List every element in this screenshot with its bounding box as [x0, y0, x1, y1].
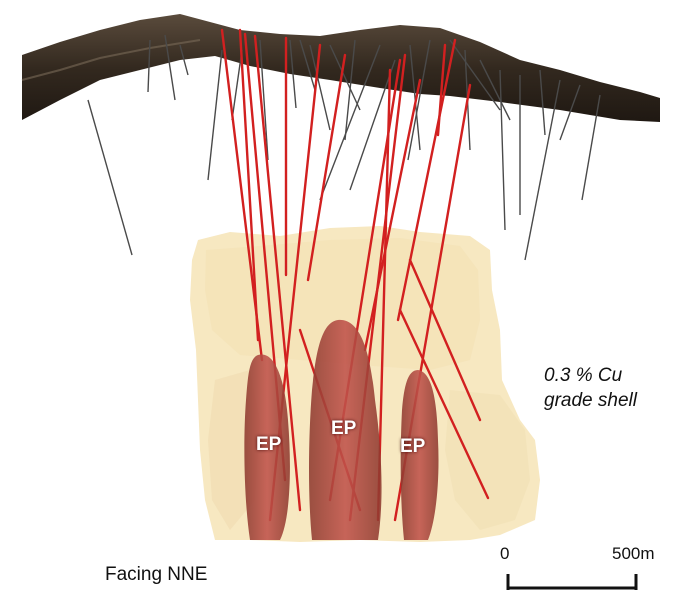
grade-shell-label: 0.3 % Cu grade shell: [544, 363, 637, 413]
grade-shell-label-line2: grade shell: [544, 388, 637, 413]
scale-start-label: 0: [500, 544, 509, 564]
facing-caption: Facing NNE: [105, 564, 207, 586]
ep-label-center: EP: [331, 418, 356, 440]
ep-label-right: EP: [400, 436, 425, 458]
scale-end-label: 500m: [612, 544, 655, 564]
scale-bar-line: [508, 574, 636, 590]
grade-shell-label-line1: 0.3 % Cu: [544, 363, 637, 388]
ep-label-left: EP: [256, 434, 281, 456]
